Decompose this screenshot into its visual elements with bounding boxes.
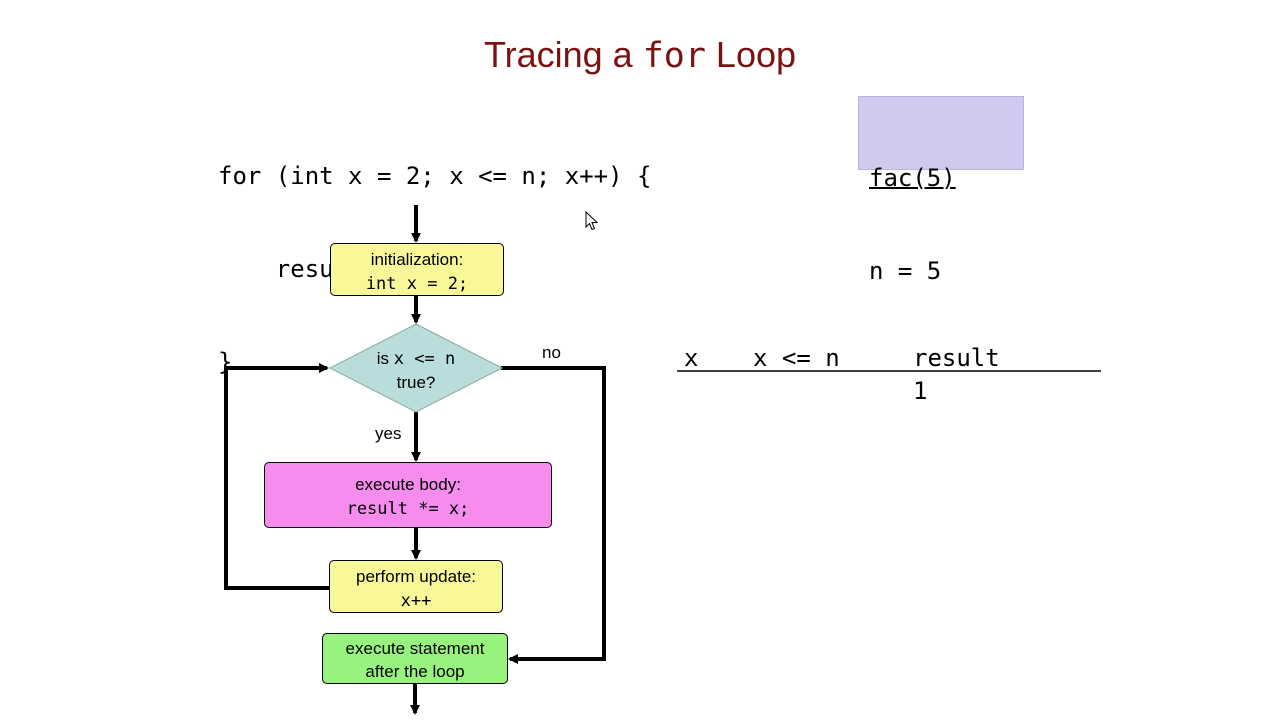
- after-line2: after the loop: [365, 662, 465, 681]
- no-arrow: [501, 366, 606, 664]
- table-cell-result: 1: [913, 377, 928, 405]
- parameter-value: n = 5: [869, 257, 942, 285]
- after-loop-box: execute statement after the loop: [322, 633, 508, 684]
- init-label: initialization:: [370, 250, 464, 269]
- update-code: x++: [400, 591, 432, 611]
- update-box: perform update: x++: [329, 560, 503, 613]
- title-prefix: Tracing a: [483, 34, 643, 75]
- body-box: execute body: result *= x;: [264, 462, 552, 528]
- body-label: execute body:: [355, 475, 461, 494]
- slide-title: Tracing a for Loop: [0, 34, 1280, 76]
- call-frame-box: fac(5) n = 5: [858, 96, 1024, 285]
- initialization-box: initialization: int x = 2;: [330, 243, 504, 296]
- title-keyword: for: [642, 36, 706, 76]
- update-label: perform update:: [355, 567, 476, 586]
- title-suffix: Loop: [705, 34, 797, 75]
- table-header-x: x: [684, 344, 699, 372]
- init-code: int x = 2;: [365, 274, 469, 294]
- after-line1: execute statement: [345, 639, 485, 658]
- table-header-result: result: [913, 344, 1000, 372]
- condition-text: is x <= n true?: [358, 347, 474, 395]
- yes-label: yes: [375, 424, 402, 443]
- mouse-pointer-icon: [585, 211, 599, 231]
- condition-diamond: [328, 323, 504, 413]
- code-line: for (int x = 2; x <= n; x++) {: [218, 162, 652, 190]
- no-label: no: [542, 343, 561, 362]
- loop-back-arrow: [224, 363, 329, 590]
- function-call: fac(5): [869, 164, 956, 192]
- cond-suffix: true?: [396, 373, 436, 392]
- cond-code: x <= n: [393, 349, 456, 369]
- cond-prefix: is: [376, 349, 394, 368]
- table-header-condition: x <= n: [753, 344, 840, 372]
- body-code: result *= x;: [346, 499, 470, 519]
